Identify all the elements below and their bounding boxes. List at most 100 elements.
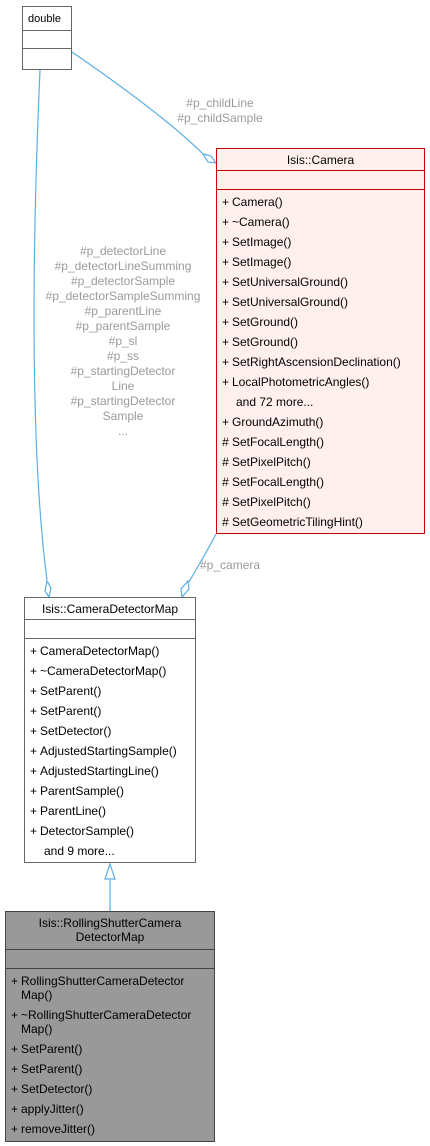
member-name: SetUniversalGround(): [232, 295, 349, 309]
edge-label-line: Line: [111, 379, 135, 393]
member-name: SetParent(): [40, 684, 102, 698]
member-item[interactable]: +SetDetector(): [25, 721, 195, 741]
member-item[interactable]: +~CameraDetectorMap(): [25, 661, 195, 681]
member-item[interactable]: +SetImage(): [217, 232, 424, 252]
visibility-marker: +: [10, 1042, 18, 1056]
class-camera-detector-map[interactable]: Isis::CameraDetectorMap +CameraDetectorM…: [24, 597, 196, 863]
class-title-line: Isis::RollingShutterCamera: [38, 916, 182, 930]
visibility-marker: +: [29, 744, 37, 758]
member-item[interactable]: +SetDetector(): [6, 1079, 214, 1099]
member-item[interactable]: +SetParent(): [25, 681, 195, 701]
member-name: applyJitter(): [21, 1102, 84, 1116]
member-item[interactable]: #SetFocalLength(): [217, 472, 424, 492]
visibility-marker: +: [29, 724, 37, 738]
methods-section: +RollingShutterCameraDetector Map()+~Rol…: [6, 968, 214, 1142]
member-name: SetUniversalGround(): [232, 275, 349, 289]
member-name: ~CameraDetectorMap(): [40, 664, 167, 678]
member-item[interactable]: +SetGround(): [217, 332, 424, 352]
member-item[interactable]: +ParentSample(): [25, 781, 195, 801]
visibility-marker: +: [29, 824, 37, 838]
visibility-marker: #: [222, 435, 229, 449]
edge-label-line: #p_sl: [108, 334, 138, 348]
member-name: ParentLine(): [40, 804, 107, 818]
member-name: SetPixelPitch(): [232, 455, 311, 469]
edge-label-line: #p_parentLine: [84, 304, 162, 318]
visibility-marker: +: [221, 195, 229, 209]
member-item[interactable]: +GroundAzimuth(): [217, 412, 424, 432]
visibility-marker: #: [222, 515, 229, 529]
member-name: SetGeometricTilingHint(): [232, 515, 363, 529]
member-item[interactable]: +removeJitter(): [6, 1119, 214, 1139]
member-item[interactable]: +SetImage(): [217, 252, 424, 272]
visibility-marker: #: [222, 475, 229, 489]
diamond-camera: [201, 153, 218, 164]
member-item[interactable]: +Camera(): [217, 192, 424, 212]
member-name: SetFocalLength(): [232, 435, 325, 449]
class-title-line: DetectorMap: [75, 930, 145, 944]
member-item[interactable]: +SetParent(): [6, 1059, 214, 1079]
more-members-item[interactable]: and 9 more...: [25, 841, 195, 861]
visibility-marker: +: [29, 664, 37, 678]
class-title: Isis::RollingShutterCamera DetectorMap: [6, 912, 214, 949]
member-list: +Camera()+~Camera()+SetImage()+SetImage(…: [217, 190, 424, 535]
visibility-marker: +: [29, 764, 37, 778]
edge-label-line: #p_detectorSampleSumming: [45, 289, 201, 303]
member-item[interactable]: +SetParent(): [25, 701, 195, 721]
member-item[interactable]: +~RollingShutterCameraDetector Map(): [6, 1005, 214, 1039]
visibility-marker: +: [221, 355, 229, 369]
member-name: and 72 more...: [236, 395, 314, 409]
class-camera[interactable]: Isis::Camera +Camera()+~Camera()+SetImag…: [216, 148, 425, 534]
edge-label-child: #p_childLine #p_childSample: [160, 96, 280, 126]
member-name: Camera(): [232, 195, 283, 209]
member-name: and 9 more...: [44, 844, 115, 858]
class-title: Isis::CameraDetectorMap: [41, 602, 179, 616]
member-item[interactable]: +SetUniversalGround(): [217, 272, 424, 292]
visibility-marker: +: [221, 235, 229, 249]
member-name: AdjustedStartingSample(): [40, 744, 177, 758]
inheritance-arrow: [104, 862, 116, 880]
visibility-marker: +: [29, 784, 37, 798]
member-name: SetDetector(): [40, 724, 112, 738]
methods-section: +Camera()+~Camera()+SetImage()+SetImage(…: [217, 189, 424, 535]
member-item[interactable]: +SetGround(): [217, 312, 424, 332]
member-item[interactable]: #SetFocalLength(): [217, 432, 424, 452]
member-item[interactable]: +ParentLine(): [25, 801, 195, 821]
member-name: SetPixelPitch(): [232, 495, 311, 509]
member-item[interactable]: +AdjustedStartingSample(): [25, 741, 195, 761]
visibility-marker: +: [221, 415, 229, 429]
member-item[interactable]: #SetGeometricTilingHint(): [217, 512, 424, 532]
member-name: SetDetector(): [21, 1082, 93, 1096]
member-name: RollingShutterCameraDetector Map(): [21, 974, 185, 1002]
member-item[interactable]: +applyJitter(): [6, 1099, 214, 1119]
attributes-section: [6, 949, 214, 968]
edge-label-line: #p_startingDetector: [70, 364, 176, 378]
edge-label-line: #p_childSample: [177, 111, 263, 125]
more-members-item[interactable]: and 72 more...: [217, 392, 424, 412]
class-rolling-shutter-camera-detector-map[interactable]: Isis::RollingShutterCamera DetectorMap +…: [5, 911, 215, 1142]
member-item[interactable]: +~Camera(): [217, 212, 424, 232]
member-name: SetImage(): [232, 255, 292, 269]
methods-section: +CameraDetectorMap()+~CameraDetectorMap(…: [25, 638, 195, 864]
member-item[interactable]: +RollingShutterCameraDetector Map(): [6, 971, 214, 1005]
member-item[interactable]: +SetRightAscensionDeclination(): [217, 352, 424, 372]
visibility-marker: #: [222, 495, 229, 509]
member-name: ParentSample(): [40, 784, 125, 798]
member-item[interactable]: +SetParent(): [6, 1039, 214, 1059]
member-name: GroundAzimuth(): [232, 415, 324, 429]
member-item[interactable]: #SetPixelPitch(): [217, 492, 424, 512]
member-item[interactable]: +CameraDetectorMap(): [25, 641, 195, 661]
visibility-marker: +: [10, 1122, 18, 1136]
visibility-marker: +: [29, 644, 37, 658]
member-name: SetParent(): [40, 704, 102, 718]
member-item[interactable]: +DetectorSample(): [25, 821, 195, 841]
member-name: SetGround(): [232, 315, 299, 329]
edge-camera-cdm: [188, 533, 217, 583]
member-item[interactable]: +LocalPhotometricAngles(): [217, 372, 424, 392]
visibility-marker: +: [221, 315, 229, 329]
class-double[interactable]: double: [22, 6, 72, 70]
visibility-marker: +: [29, 684, 37, 698]
member-item[interactable]: +AdjustedStartingLine(): [25, 761, 195, 781]
member-item[interactable]: +SetUniversalGround(): [217, 292, 424, 312]
member-item[interactable]: #SetPixelPitch(): [217, 452, 424, 472]
